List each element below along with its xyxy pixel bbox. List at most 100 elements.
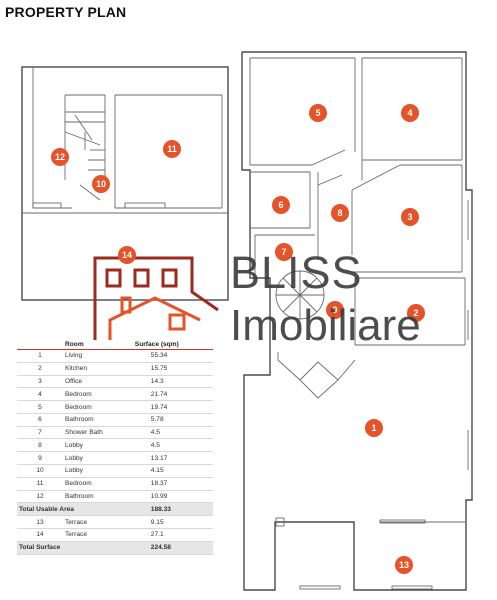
room-number: 9 — [17, 451, 63, 466]
room-marker-circle — [331, 204, 349, 222]
total-label: Total Surface — [17, 541, 133, 555]
room-marker-circle — [407, 304, 425, 322]
room-surface: 21.74 — [132, 387, 213, 402]
room-marker-10: 10 — [92, 175, 110, 193]
room-surface: 9.15 — [132, 515, 213, 529]
col-room-header: Room — [63, 340, 133, 350]
room-number: 1 — [17, 349, 63, 363]
room-marker-label: 8 — [337, 208, 342, 218]
page-title: PROPERTY PLAN — [5, 4, 127, 20]
room-marker-label: 12 — [55, 152, 65, 162]
col-number-header — [17, 340, 63, 350]
room-number: 12 — [17, 490, 63, 504]
room-marker-13: 13 — [395, 556, 413, 574]
room-name: Office — [63, 375, 133, 389]
total-label: Total Usable Area — [17, 502, 133, 517]
room-number: 5 — [17, 400, 63, 414]
room-marker-label: 14 — [122, 250, 132, 260]
room-marker-circle — [401, 104, 419, 122]
room-surface: 4.5 — [132, 426, 213, 440]
room-marker-5: 5 — [309, 104, 327, 122]
room-number: 14 — [17, 528, 63, 542]
room-number: 2 — [17, 362, 63, 376]
room-marker-label: 5 — [315, 108, 320, 118]
room-marker-label: 9 — [332, 305, 337, 315]
room-marker-circle — [51, 148, 69, 166]
table-header-row: Room Surface (sqm) — [17, 340, 213, 350]
room-marker-circle — [275, 243, 293, 261]
room-marker-label: 10 — [96, 179, 106, 189]
room-marker-label: 2 — [413, 308, 418, 318]
room-surface: 4.15 — [132, 464, 213, 478]
room-number: 10 — [17, 464, 63, 478]
room-surface: 19.74 — [132, 400, 213, 414]
room-marker-7: 7 — [275, 243, 293, 261]
room-marker-11: 11 — [163, 140, 181, 158]
room-number: 6 — [17, 413, 63, 427]
room-number: 11 — [17, 477, 63, 491]
room-marker-4: 4 — [401, 104, 419, 122]
room-surface: 5.78 — [132, 413, 213, 427]
room-marker-12: 12 — [51, 148, 69, 166]
room-name: Bedroom — [63, 400, 133, 414]
logo-text-line2: Imobiliare — [230, 301, 421, 350]
room-number: 3 — [17, 375, 63, 389]
room-marker-8: 8 — [331, 204, 349, 222]
col-surface-header: Surface (sqm) — [132, 340, 213, 350]
room-marker-label: 13 — [399, 560, 409, 570]
main-floor-plan — [241, 51, 473, 591]
room-surface: 14.3 — [132, 375, 213, 389]
room-surface: 13.17 — [132, 451, 213, 466]
room-marker-label: 3 — [407, 212, 412, 222]
room-name: Lobby — [63, 438, 133, 453]
room-name: Bathroom — [63, 413, 133, 427]
room-name: Terrace — [63, 528, 133, 542]
room-name: Kitchen — [63, 362, 133, 376]
room-marker-circle — [272, 196, 290, 214]
room-marker-circle — [326, 301, 344, 319]
room-marker-circle — [365, 419, 383, 437]
room-number: 7 — [17, 426, 63, 440]
room-marker-label: 1 — [371, 423, 376, 433]
upper-floor-plan — [21, 66, 229, 301]
room-marker-14: 14 — [118, 246, 136, 264]
room-name: Bathroom — [63, 490, 133, 504]
room-marker-circle — [118, 246, 136, 264]
room-number: 13 — [17, 515, 63, 529]
room-name: Shower Bath — [63, 426, 133, 440]
room-surface: 15.75 — [132, 362, 213, 376]
room-marker-6: 6 — [272, 196, 290, 214]
room-name: Bedroom — [63, 477, 133, 491]
total-surface: 224.58 — [132, 541, 213, 555]
logo-house-icon — [93, 256, 219, 340]
total-surface: 188.33 — [132, 502, 213, 517]
room-name: Living — [63, 349, 133, 363]
room-marker-circle — [163, 140, 181, 158]
room-surface: 55.34 — [132, 349, 213, 363]
room-marker-label: 6 — [278, 200, 283, 210]
room-surface: 27.1 — [132, 528, 213, 542]
room-marker-label: 4 — [407, 108, 412, 118]
room-marker-circle — [92, 175, 110, 193]
room-marker-circle — [395, 556, 413, 574]
room-number: 8 — [17, 438, 63, 453]
room-marker-3: 3 — [401, 208, 419, 226]
room-marker-circle — [309, 104, 327, 122]
room-surface: 10.99 — [132, 490, 213, 504]
room-marker-2: 2 — [407, 304, 425, 322]
